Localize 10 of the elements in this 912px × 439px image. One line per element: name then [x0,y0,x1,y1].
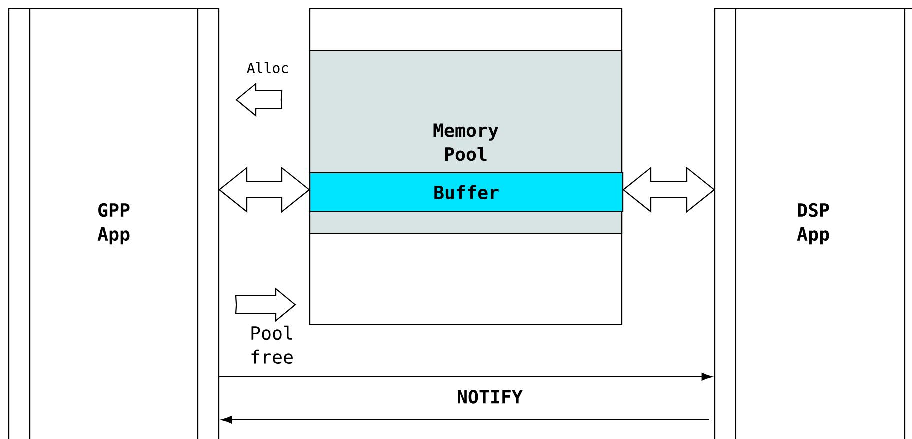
arrow [220,373,712,381]
edge-label: Pool free [252,326,293,364]
arrow [222,416,710,424]
block-arrow [235,288,296,322]
block-arrow [236,82,283,118]
app-column: DSP App [714,8,912,439]
app-column: GPP App [8,8,220,439]
edge-label: NOTIFY [458,390,523,404]
buffer-bar: Buffer [309,172,624,213]
edge-label: Alloc [247,62,288,74]
